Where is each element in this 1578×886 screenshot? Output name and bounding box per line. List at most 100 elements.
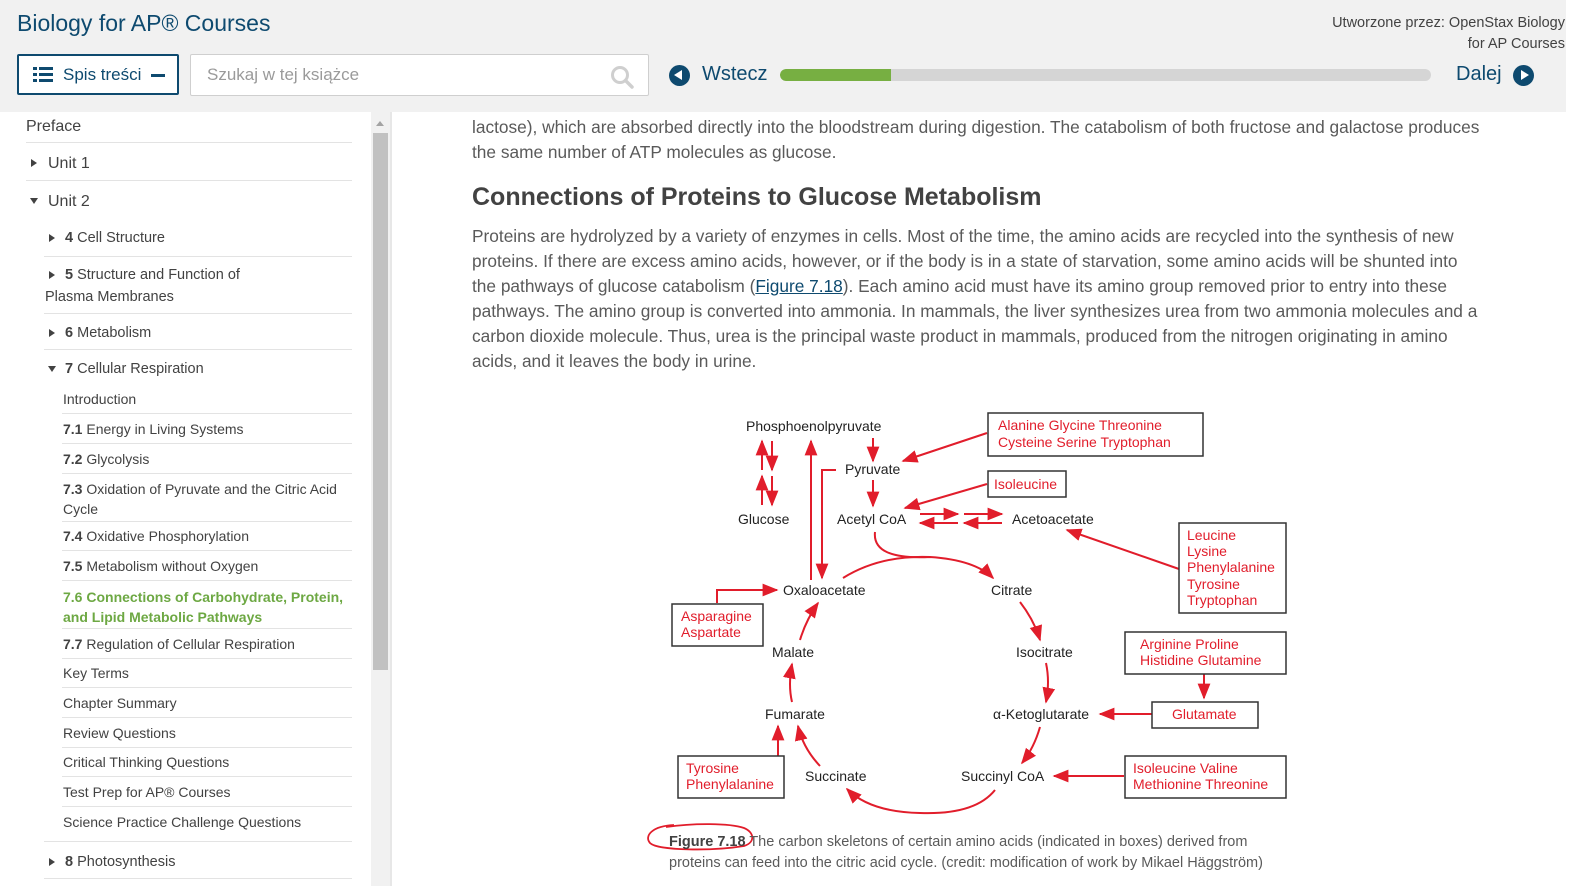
toc-item-key-terms[interactable]: Key Terms xyxy=(63,665,129,681)
node-pep: Phosphoenolpyruvate xyxy=(746,418,882,434)
toc-button-label: Spis treści xyxy=(63,64,142,84)
toc-separator xyxy=(62,806,352,807)
svg-text:Tyrosine: Tyrosine xyxy=(1187,576,1240,592)
toc-separator xyxy=(26,180,352,181)
credit-line-1: Utworzone przez: OpenStax Biology xyxy=(1332,15,1565,31)
toc-separator xyxy=(62,628,352,629)
next-button[interactable]: Dalej xyxy=(1456,63,1502,85)
node-glucose: Glucose xyxy=(738,511,790,527)
amino-acid-box xyxy=(671,603,764,647)
back-button[interactable]: Wstecz xyxy=(702,63,768,85)
toc-item-science-practice[interactable]: Science Practice Challenge Questions xyxy=(63,814,302,830)
back-arrow-icon[interactable] xyxy=(669,65,690,86)
toc-separator xyxy=(62,747,352,748)
section-heading: Connections of Proteins to Glucose Metab… xyxy=(472,183,1042,211)
caret-down-icon xyxy=(48,366,56,372)
toc-item-section-7-4[interactable]: 7.4 Oxidative Phosphorylation xyxy=(63,528,250,544)
toc-separator xyxy=(62,413,352,414)
credit-line-2: for AP Courses xyxy=(1467,36,1565,52)
caret-right-icon xyxy=(31,159,37,167)
sidebar-scrollbar[interactable] xyxy=(371,112,390,886)
svg-text:Aspartate: Aspartate xyxy=(681,624,741,640)
node-isocitrate: Isocitrate xyxy=(1016,644,1073,660)
figure-label: Figure 7.18 xyxy=(669,834,746,850)
scrollbar-thumb[interactable] xyxy=(373,133,388,670)
toc-separator xyxy=(44,313,352,314)
toc-item-chapter-summary[interactable]: Chapter Summary xyxy=(63,695,177,711)
svg-text:Methionine Threonine: Methionine Threonine xyxy=(1133,776,1268,792)
node-pyruvate: Pyruvate xyxy=(845,461,900,477)
caret-right-icon xyxy=(49,271,55,279)
next-arrow-icon[interactable] xyxy=(1513,65,1534,86)
toc-item-section-7-6-active[interactable]: 7.6 Connections of Carbohydrate, Protein… xyxy=(63,589,344,625)
toc-item-test-prep[interactable]: Test Prep for AP® Courses xyxy=(63,784,231,800)
toc-separator xyxy=(44,349,352,350)
toc-separator xyxy=(62,776,352,777)
toc-item-review-questions[interactable]: Review Questions xyxy=(63,725,176,741)
toc-item-label: Unit 2 xyxy=(48,193,90,210)
svg-text:Leucine: Leucine xyxy=(1187,527,1236,543)
toc-separator xyxy=(44,256,352,257)
toc-item-section-7-1[interactable]: 7.1 Energy in Living Systems xyxy=(63,421,244,437)
svg-text:Isoleucine: Isoleucine xyxy=(994,476,1057,492)
svg-text:Tryptophan: Tryptophan xyxy=(1187,592,1257,608)
toc-sidebar xyxy=(0,112,390,886)
svg-text:Cysteine Serine Tryptophan: Cysteine Serine Tryptophan xyxy=(998,434,1171,450)
toc-item-introduction[interactable]: Introduction xyxy=(63,391,137,407)
toc-separator xyxy=(62,473,352,474)
paragraph-proteins: Proteins are hydrolyzed by a variety of … xyxy=(472,226,1478,371)
node-fumarate: Fumarate xyxy=(765,706,825,722)
scroll-up-icon[interactable] xyxy=(376,121,384,126)
progress-fill xyxy=(780,69,891,81)
node-acetoacetate: Acetoacetate xyxy=(1012,511,1094,527)
amino-acid-box xyxy=(987,470,1067,498)
caret-right-icon xyxy=(49,234,55,242)
svg-text:Arginine Proline: Arginine Proline xyxy=(1140,636,1239,652)
toc-separator xyxy=(62,687,352,688)
svg-text:Glutamate: Glutamate xyxy=(1172,706,1237,722)
figure-caption: Figure 7.18 The carbon skeletons of cert… xyxy=(669,834,1263,871)
toc-separator xyxy=(62,550,352,551)
svg-text:Phenylalanine: Phenylalanine xyxy=(686,776,774,792)
toc-separator xyxy=(26,142,352,143)
toc-item-preface[interactable]: Preface xyxy=(26,118,82,135)
page-scrollbar[interactable] xyxy=(1566,0,1578,886)
svg-text:Histidine Glutamine: Histidine Glutamine xyxy=(1140,652,1262,668)
minus-icon xyxy=(151,74,165,77)
toc-item-critical-thinking[interactable]: Critical Thinking Questions xyxy=(63,754,230,770)
toc-separator xyxy=(62,658,352,659)
svg-text:Tyrosine: Tyrosine xyxy=(686,760,739,776)
toc-toggle-button[interactable]: Spis treści xyxy=(17,54,179,95)
amino-acid-box xyxy=(1178,522,1287,614)
amino-acid-box xyxy=(1124,755,1287,799)
figure-link[interactable]: Figure 7.18 xyxy=(755,276,843,296)
toc-item-section-7-5[interactable]: 7.5 Metabolism without Oxygen xyxy=(63,558,259,574)
amino-acid-box xyxy=(1151,701,1259,729)
amino-acid-box xyxy=(677,755,785,799)
credit-text: Utworzone przez: OpenStax Biology for AP… xyxy=(1305,13,1565,55)
caret-right-icon xyxy=(49,329,55,337)
amino-acid-box xyxy=(1124,631,1287,675)
node-oxaloacetate: Oxaloacetate xyxy=(783,582,866,598)
paragraph-carbohydrates: lactose), which are absorbed directly in… xyxy=(472,117,1480,162)
toc-separator xyxy=(62,580,352,581)
svg-text:Asparagine: Asparagine xyxy=(681,608,752,624)
toc-separator xyxy=(44,878,352,879)
toc-separator xyxy=(62,717,352,718)
search-input[interactable] xyxy=(191,55,591,95)
toc-item-section-7-7[interactable]: 7.7 Regulation of Cellular Respiration xyxy=(63,636,295,652)
node-succinate: Succinate xyxy=(805,768,867,784)
node-acetyl-coa: Acetyl CoA xyxy=(837,511,907,527)
svg-text:Phenylalanine: Phenylalanine xyxy=(1187,559,1275,575)
search-icon[interactable] xyxy=(610,65,634,89)
svg-text:Alanine Glycine Threonine: Alanine Glycine Threonine xyxy=(998,417,1162,433)
toc-item-section-7-2[interactable]: 7.2 Glycolysis xyxy=(63,451,150,467)
search-box[interactable] xyxy=(190,54,649,96)
svg-text:Isoleucine Valine: Isoleucine Valine xyxy=(1133,760,1238,776)
caret-right-icon xyxy=(49,858,55,866)
svg-text:Lysine: Lysine xyxy=(1187,543,1227,559)
annotation-circle xyxy=(647,823,754,851)
toc-item-section-7-3[interactable]: 7.3 Oxidation of Pyruvate and the Citric… xyxy=(63,481,337,517)
book-title[interactable]: Biology for AP® Courses xyxy=(17,10,271,36)
node-malate: Malate xyxy=(772,644,814,660)
